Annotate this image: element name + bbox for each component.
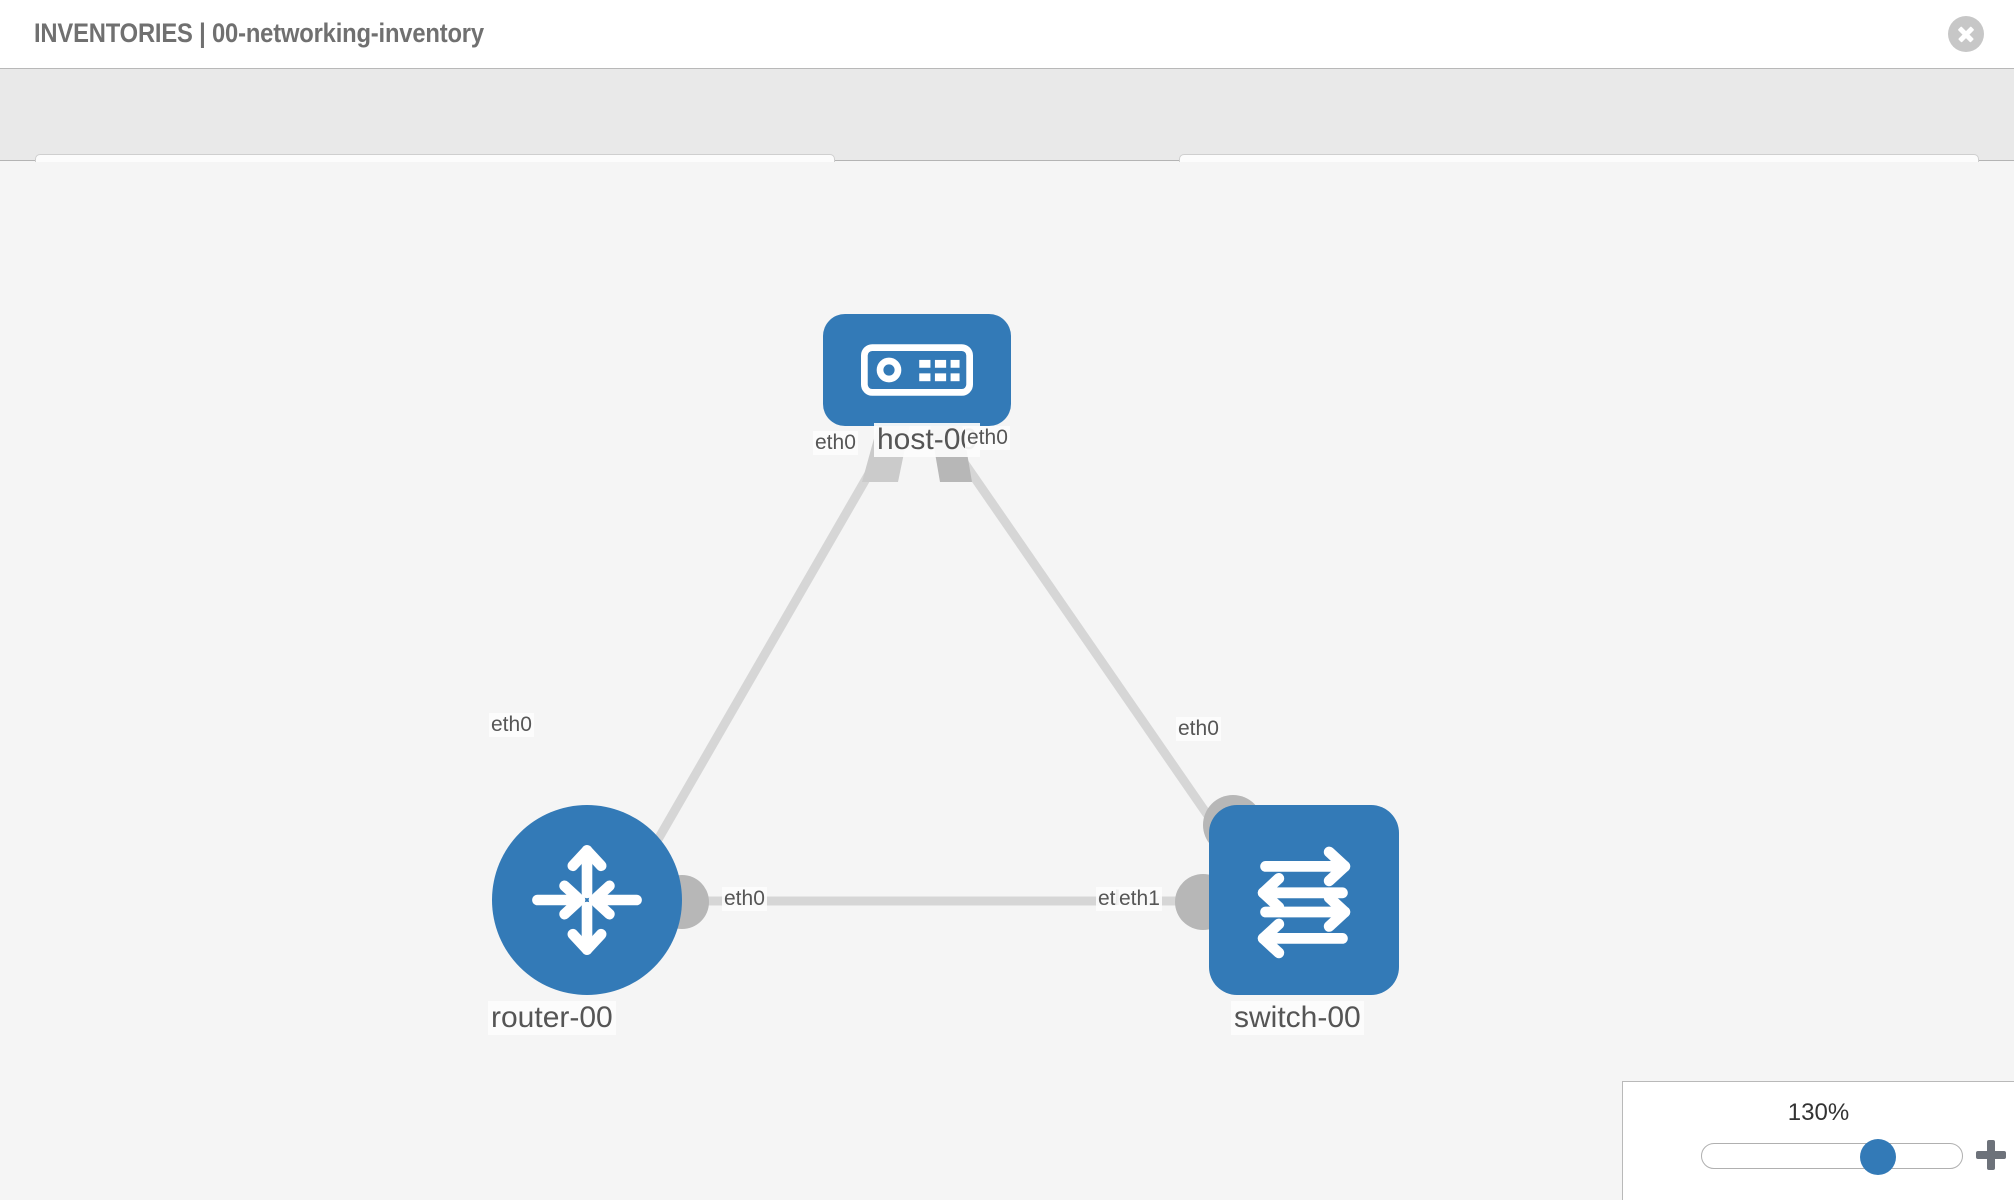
node-label-router-00: router-00 (488, 1001, 616, 1035)
interface-label-switch-left-b: eth1 (1117, 887, 1162, 911)
router-node-shape[interactable] (492, 805, 682, 995)
interface-label-host-right: eth0 (965, 426, 1010, 450)
host-node-shape[interactable] (823, 314, 1011, 426)
interface-label-switch-up: eth0 (1176, 717, 1221, 741)
switch-node-shape[interactable] (1209, 805, 1399, 995)
node-label-host-00: host-00 (874, 423, 981, 457)
node-label-switch-00: switch-00 (1231, 1001, 1364, 1035)
topology-links (641, 424, 1263, 930)
zoom-control-panel: 130% (1622, 1081, 2014, 1200)
topology-canvas[interactable]: host-00 eth0 eth0 router-00 eth0 eth0 (0, 162, 2014, 1200)
close-icon[interactable] (1948, 16, 1984, 52)
interface-label-router-right: eth0 (722, 887, 767, 911)
interface-label-host-left: eth0 (813, 431, 858, 455)
page-header: INVENTORIES | 00-networking-inventory (0, 0, 2014, 69)
zoom-slider[interactable] (1701, 1139, 1963, 1175)
zoom-level-value: 130% (1787, 1099, 1850, 1126)
server-icon (861, 344, 973, 396)
router-arrows-icon (532, 845, 642, 955)
switch-arrows-icon (1257, 846, 1351, 959)
zoom-in-button[interactable] (1976, 1140, 2006, 1170)
interface-label-router-up: eth0 (489, 713, 534, 737)
zoom-slider-handle[interactable] (1860, 1139, 1896, 1175)
toolbar: ACTIONS SEARCH (0, 69, 2014, 209)
page-title: INVENTORIES | 00-networking-inventory (34, 18, 484, 48)
